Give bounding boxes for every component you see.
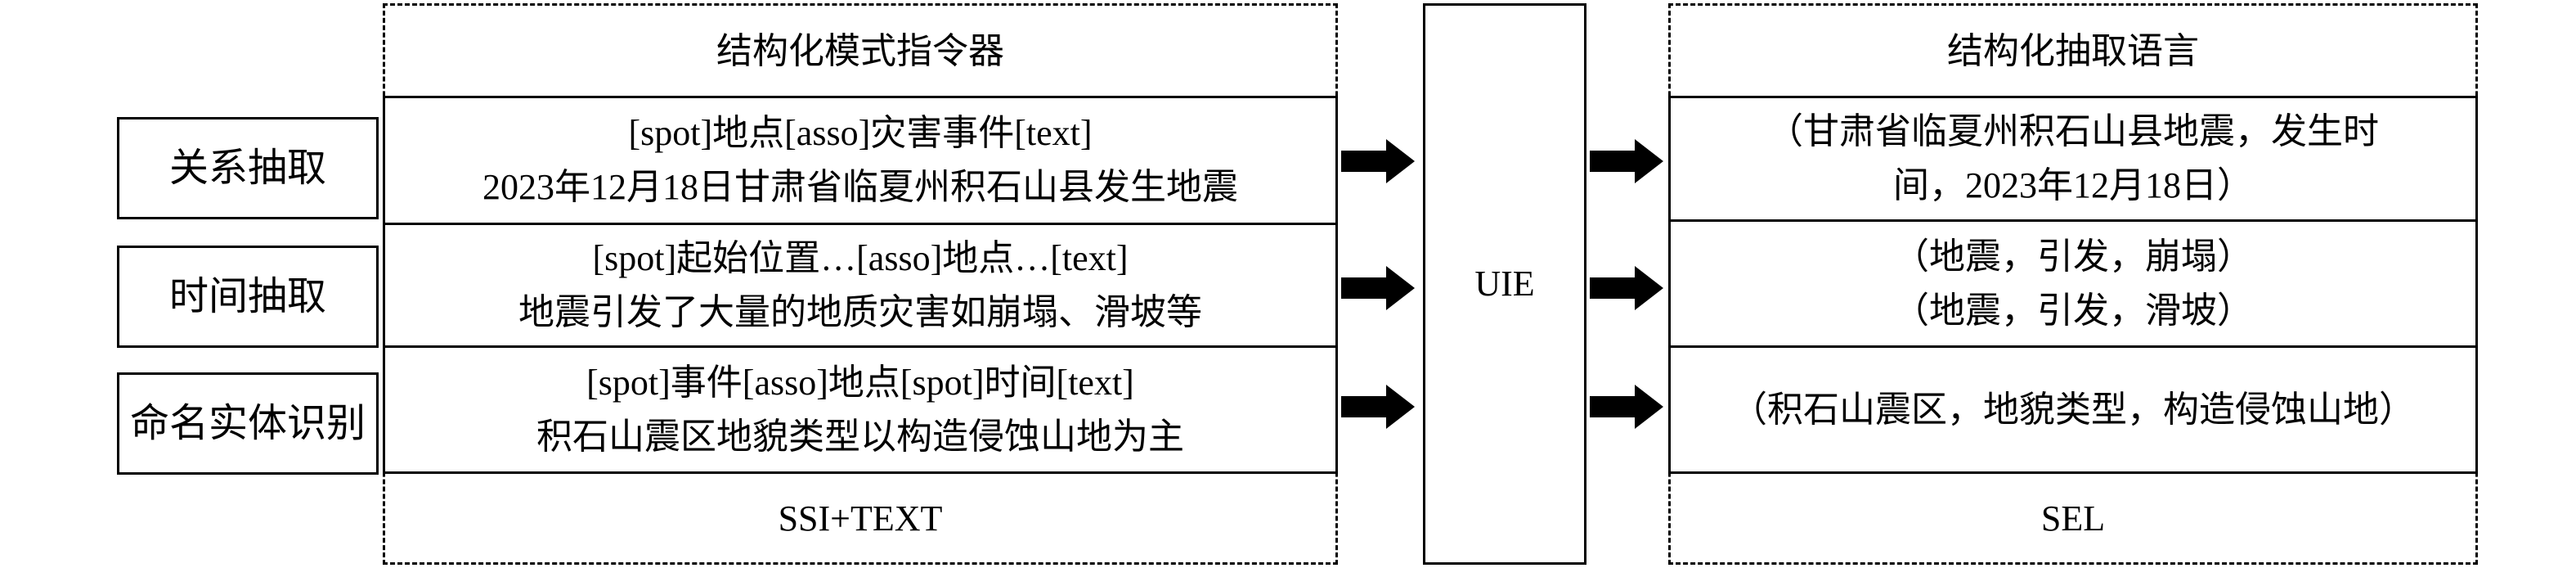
arrow-right-icon	[1341, 385, 1415, 429]
ssi-row-divider-2	[383, 345, 1338, 348]
uie-label: UIE	[1474, 264, 1535, 304]
ssi-panel-footer: SSI+TEXT	[384, 475, 1336, 563]
ssi-row-time-schema: [spot]起始位置…[asso]地点…[text]	[592, 237, 1129, 278]
sel-panel-footer: SEL	[1670, 475, 2476, 563]
ssi-row-relation-schema: [spot]地点[asso]灾害事件[text]	[628, 113, 1093, 153]
arrow-right-icon	[1590, 385, 1663, 429]
ssi-row-ner-text: 积石山震区地貌类型以构造侵蚀山地为主	[536, 416, 1184, 457]
sel-row-time: （地震，引发，崩塌） （地震，引发，滑坡）	[1671, 222, 2475, 345]
ssi-row-relation-text: 2023年12月18日甘肃省临夏州积石山县发生地震	[482, 167, 1238, 207]
label-ner: 命名实体识别	[117, 372, 379, 475]
sel-row-divider-1	[1668, 219, 2478, 222]
sel-row-ner-line1: （积石山震区，地貌类型，构造侵蚀山地）	[1731, 389, 2415, 430]
sel-row-time-line2: （地震，引发，滑坡）	[1893, 290, 2253, 331]
label-time-extraction-text: 时间抽取	[168, 274, 326, 318]
sel-row-relation-line2: 间，2023年12月18日）	[1893, 165, 2253, 205]
label-relation-extraction: 关系抽取	[117, 117, 379, 219]
arrow-right-icon	[1341, 139, 1415, 183]
ssi-row-divider-1	[383, 223, 1338, 225]
arrow-right-icon	[1590, 266, 1663, 310]
sel-row-relation-line1: （甘肃省临夏州积石山县地震，发生时	[1767, 111, 2379, 151]
label-time-extraction: 时间抽取	[117, 246, 379, 348]
label-ner-text: 命名实体识别	[129, 401, 366, 445]
sel-panel-title: 结构化抽取语言	[1670, 8, 2476, 94]
label-relation-extraction-text: 关系抽取	[168, 146, 326, 190]
sel-row-ner: （积石山震区，地貌类型，构造侵蚀山地）	[1671, 348, 2475, 471]
ssi-row-time-text: 地震引发了大量的地质灾害如崩塌、滑坡等	[518, 291, 1202, 332]
ssi-row-ner-schema: [spot]事件[asso]地点[spot]时间[text]	[586, 362, 1134, 403]
arrow-right-icon	[1341, 266, 1415, 310]
arrow-right-icon	[1590, 139, 1663, 183]
uie-model-box: UIE	[1423, 3, 1586, 565]
ssi-row-relation: [spot]地点[asso]灾害事件[text] 2023年12月18日甘肃省临…	[385, 98, 1335, 223]
sel-rows-box	[1668, 96, 2478, 474]
ssi-footer-text: SSI+TEXT	[778, 498, 943, 539]
sel-row-divider-2	[1668, 345, 2478, 348]
ssi-title-text: 结构化模式指令器	[716, 30, 1004, 71]
sel-title-text: 结构化抽取语言	[1947, 30, 2199, 71]
ssi-rows-box	[383, 96, 1338, 474]
ssi-row-time: [spot]起始位置…[asso]地点…[text] 地震引发了大量的地质灾害如…	[385, 225, 1335, 345]
ssi-panel-title: 结构化模式指令器	[384, 8, 1336, 94]
ssi-row-ner: [spot]事件[asso]地点[spot]时间[text] 积石山震区地貌类型…	[385, 348, 1335, 471]
sel-row-relation: （甘肃省临夏州积石山县地震，发生时 间，2023年12月18日）	[1671, 98, 2475, 219]
sel-row-time-line1: （地震，引发，崩塌）	[1893, 236, 2253, 277]
sel-footer-text: SEL	[2040, 498, 2106, 539]
